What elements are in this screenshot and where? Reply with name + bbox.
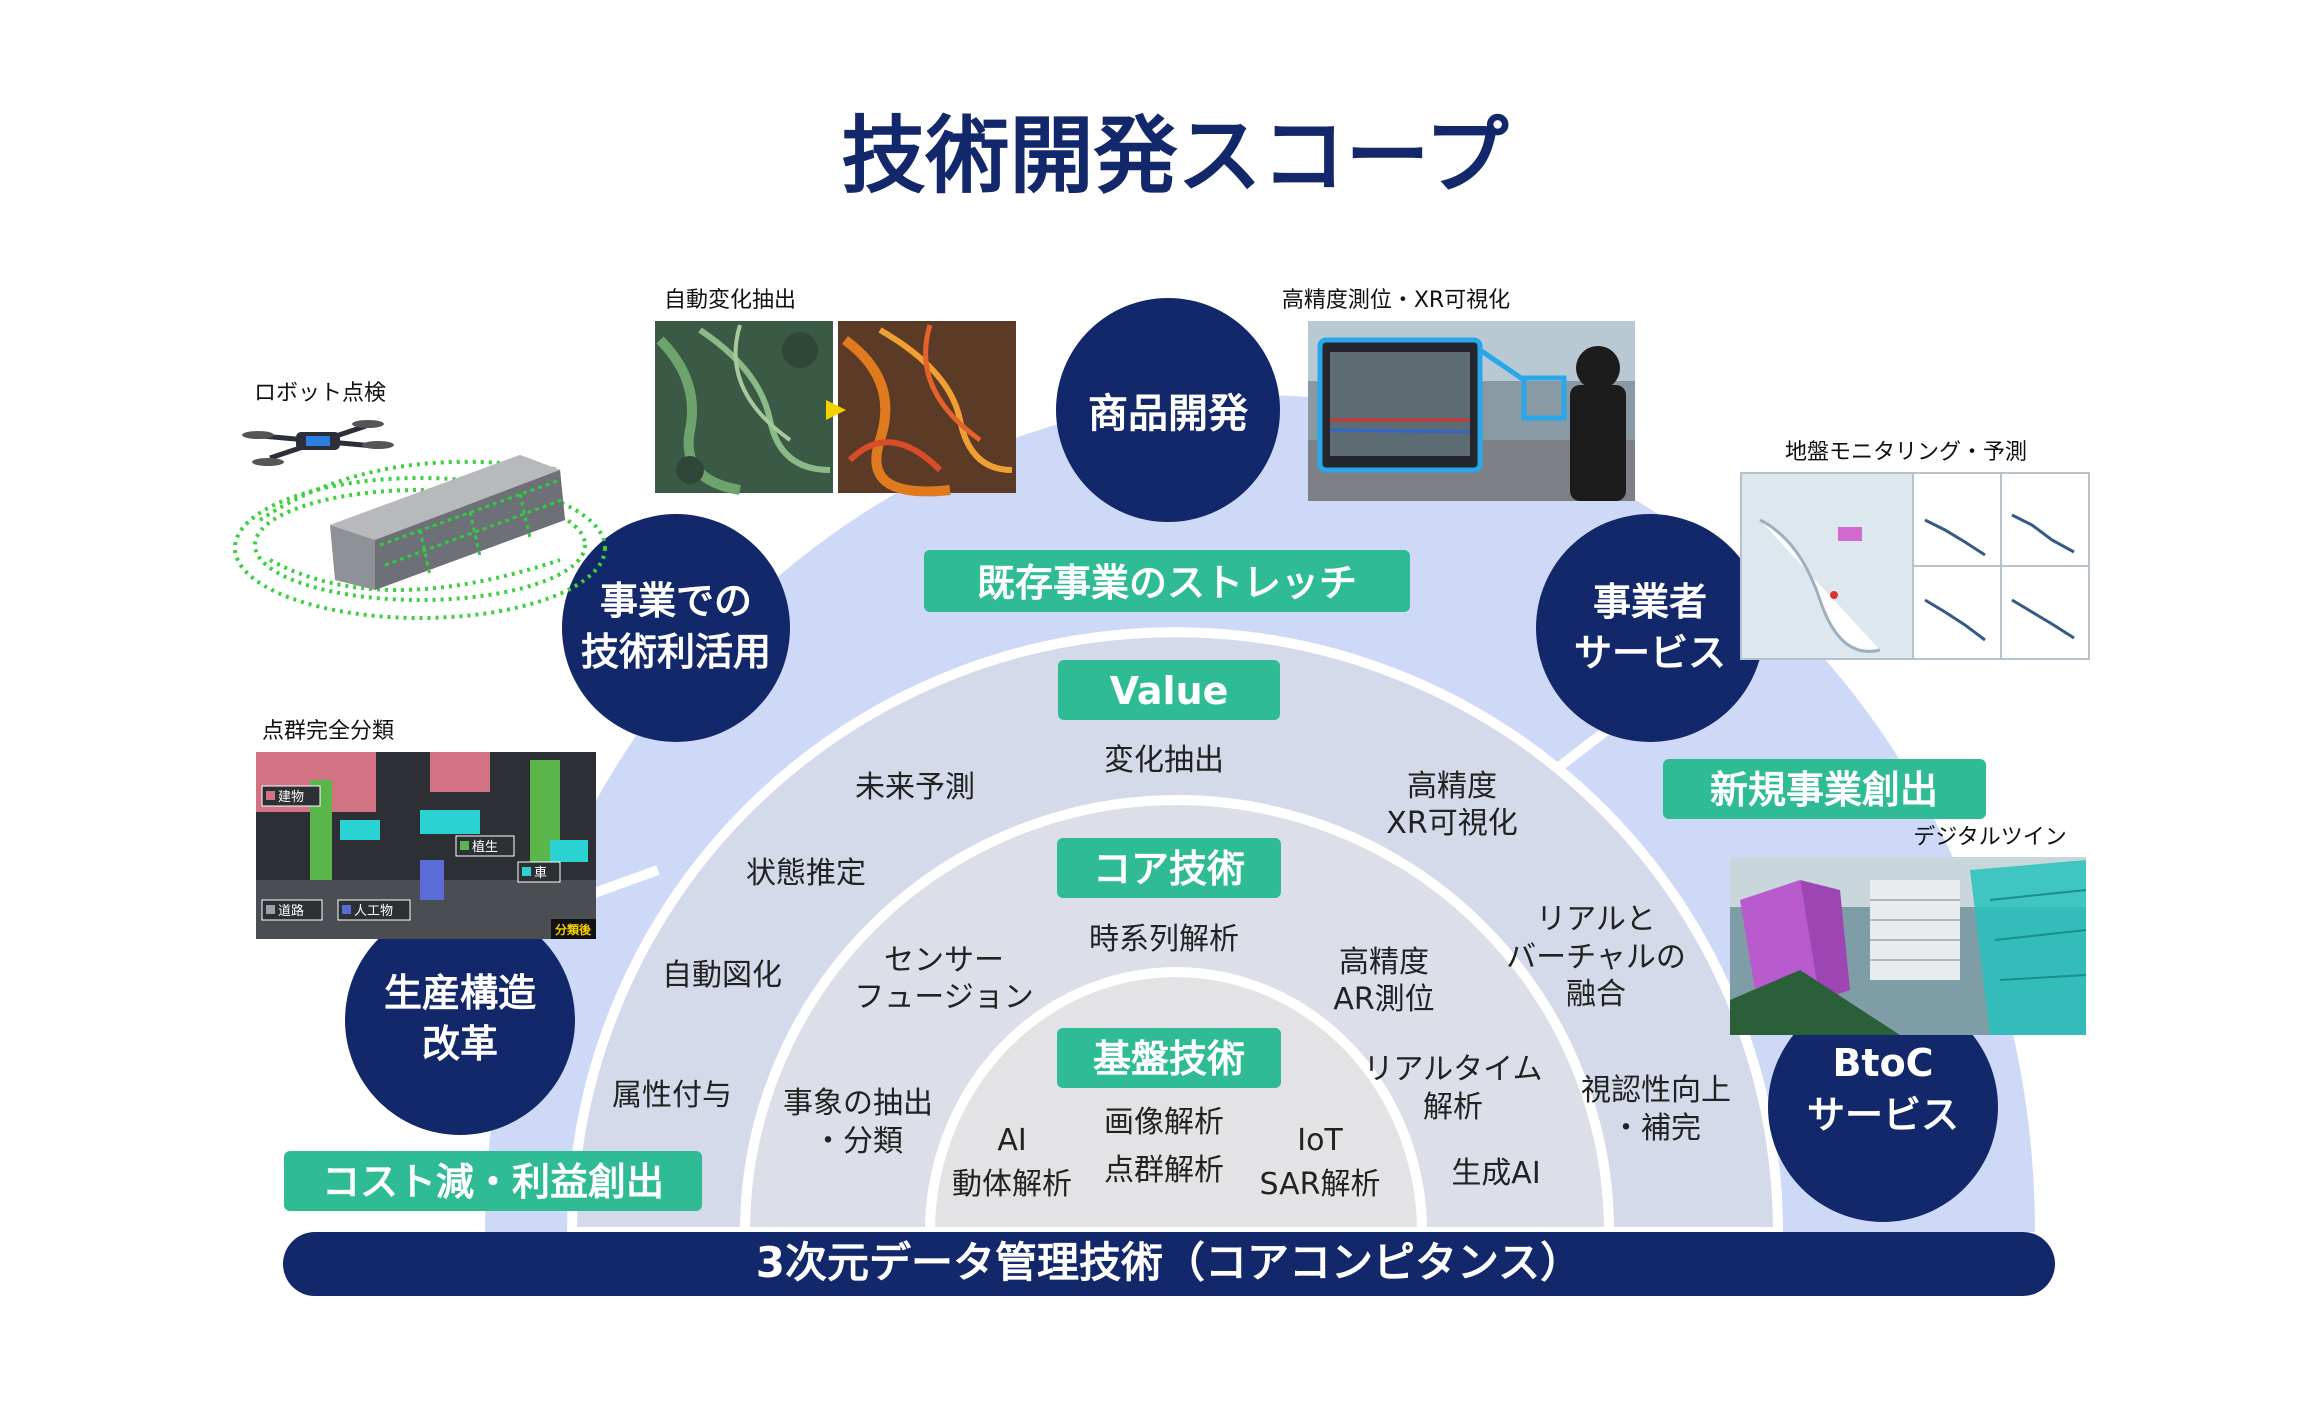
circle-btoc-line2: サービス xyxy=(1807,1093,1959,1137)
caption-pointcloud: 点群完全分類 xyxy=(262,719,394,744)
circle-business-use-line1: 事業での xyxy=(600,579,752,623)
circle-business-use-line2: 技術利活用 xyxy=(581,630,771,674)
core-label-event-line2: ・分類 xyxy=(813,1124,903,1159)
pc-tag-car: 車 xyxy=(534,866,547,881)
value-label-mixed-line3: 融合 xyxy=(1566,977,1626,1012)
circle-btoc-line1: BtoC xyxy=(1832,1041,1933,1085)
pc-tag-artificial: 人工物 xyxy=(354,904,393,919)
value-label-attribute: 属性付与 xyxy=(612,1078,732,1113)
value-label-xr-line1: 高精度 xyxy=(1407,769,1497,804)
page-title: 技術開発スコープ xyxy=(842,107,1509,205)
circle-operator: 事業者 サービス xyxy=(1536,514,1764,742)
ground-monitoring-image xyxy=(1740,472,2090,660)
circle-production-line1: 生産構造 xyxy=(384,971,536,1015)
caption-xr-position: 高精度測位・XR可視化 xyxy=(1282,288,1510,313)
value-label-mixed-line1: リアルと xyxy=(1536,902,1656,937)
circle-btoc: BtoC サービス xyxy=(1768,992,1998,1222)
value-pill-label: Value xyxy=(1110,669,1229,713)
xr-position-image xyxy=(1308,321,1635,501)
caption-twin: デジタルツイン xyxy=(1913,825,2067,850)
digital-twin-image xyxy=(1730,857,2087,1035)
stretch-pill-label: 既存事業のストレッチ xyxy=(977,561,1357,605)
value-label-change: 変化抽出 xyxy=(1104,743,1224,778)
pc-tag-building: 建物 xyxy=(278,790,304,805)
value-labels: 変化抽出 未来予測 高精度 XR可視化 状態推定 リアルと バーチャルの 融合 … xyxy=(612,743,1731,1146)
cost-pill-label: コスト減・利益創出 xyxy=(322,1160,664,1204)
value-label-state: 状態推定 xyxy=(746,856,866,891)
base-label-image-line2: 点群解析 xyxy=(1104,1153,1224,1188)
circle-product: 商品開発 xyxy=(1056,298,1280,522)
new-business-pill-label: 新規事業創出 xyxy=(1710,768,1938,812)
base-ring xyxy=(924,967,1428,1237)
circle-business-use: 事業での 技術利活用 xyxy=(562,514,790,742)
cost-pill xyxy=(284,1151,702,1211)
circle-production-line2: 改革 xyxy=(422,1022,498,1066)
base-label-iot-line1: IoT xyxy=(1297,1123,1343,1158)
core-competence-label: 3次元データ管理技術（コアコンピタンス） xyxy=(756,1238,1582,1287)
core-label-event-line1: 事象の抽出 xyxy=(783,1086,933,1121)
pointcloud-image: 建物 植生 車 道路 人工物 分類後 xyxy=(256,752,596,939)
core-competence-bar xyxy=(283,1232,2055,1296)
base-label-image-line1: 画像解析 xyxy=(1104,1105,1224,1140)
change-detect-image xyxy=(655,321,1016,497)
core-label-sensor-line1: センサー xyxy=(884,943,1004,978)
core-label-realtime-line1: リアルタイム xyxy=(1363,1052,1542,1087)
value-label-drawing: 自動図化 xyxy=(662,958,782,993)
pc-tag-vegetation: 植生 xyxy=(472,840,498,855)
value-label-forecast: 未来予測 xyxy=(855,770,975,805)
caption-change-detect: 自動変化抽出 xyxy=(664,288,796,313)
value-label-xr-line2: XR可視化 xyxy=(1386,806,1517,841)
circle-product-line1: 商品開発 xyxy=(1088,391,1249,437)
caption-ground: 地盤モニタリング・予測 xyxy=(1785,440,2027,465)
core-label-genai: 生成AI xyxy=(1451,1156,1540,1191)
value-label-visibility-line2: ・補完 xyxy=(1611,1111,1701,1146)
core-label-ar-line2: AR測位 xyxy=(1333,982,1434,1017)
value-label-visibility-line1: 視認性向上 xyxy=(1581,1073,1731,1108)
base-tech-pill xyxy=(1057,1028,1281,1088)
value-pill xyxy=(1058,660,1280,720)
core-label-timeseries: 時系列解析 xyxy=(1089,922,1239,957)
core-tech-pill-label: コア技術 xyxy=(1093,847,1245,891)
core-tech-pill xyxy=(1057,838,1281,898)
core-label-realtime-line2: 解析 xyxy=(1423,1090,1483,1125)
circle-production: 生産構造 改革 xyxy=(345,905,575,1135)
new-business-pill xyxy=(1663,759,1986,819)
core-label-ar-line1: 高精度 xyxy=(1339,945,1429,980)
base-label-iot-line2: SAR解析 xyxy=(1260,1167,1381,1202)
base-label-ai-line2: 動体解析 xyxy=(952,1167,1072,1202)
base-labels: AI 動体解析 画像解析 点群解析 IoT SAR解析 xyxy=(952,1105,1380,1202)
stretch-pill xyxy=(924,550,1410,612)
core-label-sensor-line2: フュージョン xyxy=(854,980,1033,1015)
base-label-ai-line1: AI xyxy=(997,1123,1026,1158)
value-label-mixed-line2: バーチャルの xyxy=(1506,940,1686,975)
circle-operator-line2: サービス xyxy=(1574,631,1726,675)
robot-inspection-image xyxy=(233,420,607,620)
caption-robot: ロボット点検 xyxy=(254,381,386,406)
base-tech-pill-label: 基盤技術 xyxy=(1093,1037,1245,1081)
circle-operator-line1: 事業者 xyxy=(1593,580,1707,624)
core-labels: センサー フュージョン 時系列解析 高精度 AR測位 事象の抽出 ・分類 リアル… xyxy=(783,922,1543,1191)
pc-tag-road: 道路 xyxy=(278,903,304,919)
pc-tag-after: 分類後 xyxy=(555,922,592,937)
